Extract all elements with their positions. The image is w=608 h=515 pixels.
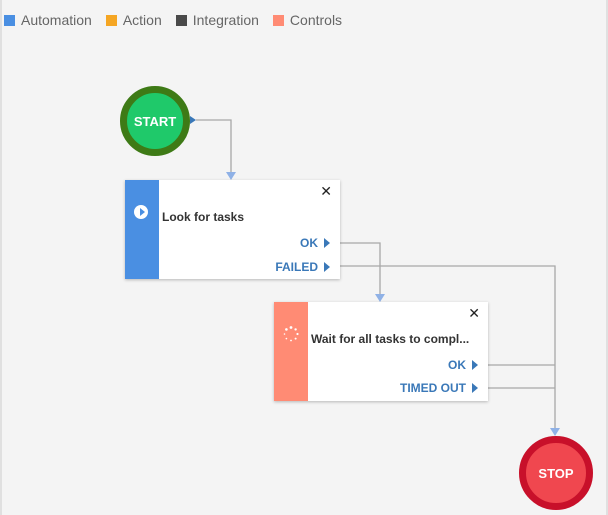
arrowhead (550, 428, 560, 436)
arrowhead (375, 294, 385, 302)
legend-swatch (175, 14, 187, 26)
legend-label: Action (122, 12, 162, 28)
connector-look-failed-to-stop (335, 265, 556, 428)
legend: Automation Action Integration Controls (4, 12, 342, 28)
output-port-icon (324, 262, 330, 272)
legend-swatch (105, 14, 117, 26)
output-label: TIMED OUT (400, 381, 466, 395)
legend-swatch (272, 14, 284, 26)
legend-item-integration: Integration (175, 12, 259, 28)
close-icon[interactable]: ✕ (320, 183, 332, 199)
connector-look-ok-to-wait (335, 242, 381, 294)
legend-label: Controls (289, 12, 343, 28)
connector-start-to-look (196, 119, 232, 172)
start-output-port[interactable] (190, 116, 196, 124)
output-timed-out[interactable]: TIMED OUT (400, 381, 478, 395)
legend-label: Integration (192, 12, 259, 28)
legend-item-action: Action (105, 12, 162, 28)
legend-item-automation: Automation (4, 12, 92, 28)
close-icon[interactable]: ✕ (468, 305, 480, 321)
start-label: START (133, 113, 177, 129)
legend-item-controls: Controls (272, 12, 343, 28)
output-port-icon (472, 383, 478, 393)
arrowhead (226, 172, 236, 180)
output-port-icon (324, 238, 330, 248)
legend-swatch (4, 14, 15, 26)
output-label: FAILED (275, 260, 318, 274)
output-label: OK (448, 358, 466, 372)
output-port-icon (472, 360, 478, 370)
category-stripe-controls (274, 302, 308, 401)
task-title: Look for tasks (162, 210, 245, 224)
spinner-icon (283, 326, 299, 342)
output-failed[interactable]: FAILED (275, 260, 330, 274)
output-ok[interactable]: OK (448, 358, 478, 372)
task-card-look-for-tasks[interactable]: Look for tasks ✕ OK FAILED (125, 180, 340, 279)
output-label: OK (300, 236, 318, 250)
legend-label: Automation (21, 12, 92, 28)
play-circle-icon (134, 205, 148, 219)
stop-label: STOP (538, 465, 574, 481)
category-stripe-automation (125, 180, 159, 279)
output-ok[interactable]: OK (300, 236, 330, 250)
task-card-wait-for-tasks[interactable]: Wait for all tasks to compl... ✕ OK TIME… (274, 302, 488, 401)
task-title: Wait for all tasks to compl... (311, 332, 470, 346)
stop-node[interactable]: STOP (519, 436, 593, 510)
start-node[interactable]: START (120, 86, 190, 156)
